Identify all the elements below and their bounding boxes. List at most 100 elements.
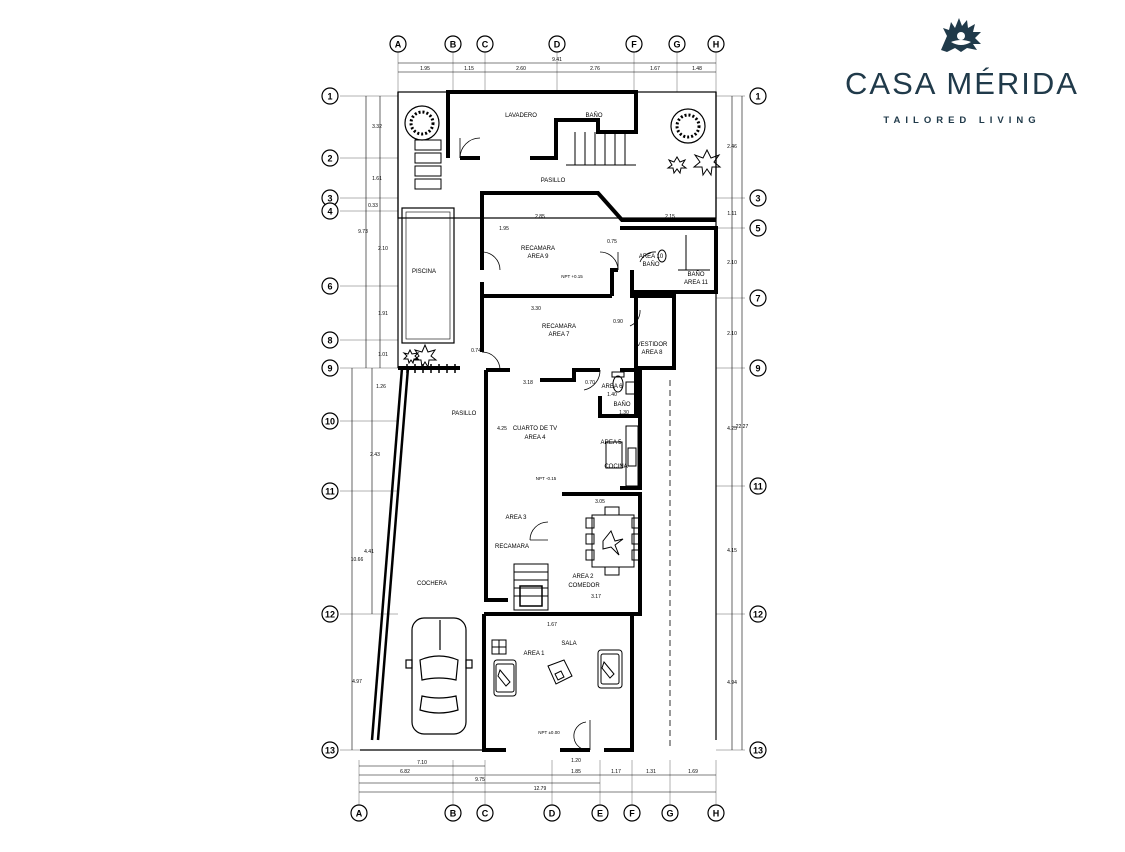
room-label-area: AREA 2 — [572, 574, 594, 580]
grid-bubble: 11 — [749, 477, 767, 495]
dim-left: 0.33 — [368, 203, 378, 209]
room-label-cocina: COCINA — [604, 464, 627, 470]
grid-bubble-label: B — [450, 809, 457, 819]
level-mark: NPT ±0.00 — [538, 730, 560, 735]
grid-bubble: B — [444, 804, 462, 822]
dim-top: 1.67 — [650, 66, 660, 72]
grid-bubble-label: H — [713, 809, 720, 819]
grid-lines — [340, 52, 745, 805]
dim-inner: 1.20 — [571, 758, 581, 764]
level-mark: NPT -0.15 — [536, 476, 557, 481]
room-label-bano: BAÑO — [642, 261, 659, 268]
grid-bubble-label: B — [450, 40, 457, 50]
grid-bubble-label: F — [629, 809, 635, 819]
grid-bubble-label: E — [597, 809, 603, 819]
room-label-area: AREA 9 — [527, 254, 549, 260]
grid-bubble: 11 — [321, 482, 339, 500]
dim-top: 2.60 — [516, 66, 526, 72]
grid-bubble: H — [707, 804, 725, 822]
grid-bubble: F — [625, 35, 643, 53]
grid-bubble-label: 4 — [327, 207, 332, 217]
grid-bubble-label: 13 — [325, 746, 335, 756]
grid-bubble-label: A — [395, 40, 402, 50]
grid-bubble-label: F — [631, 40, 637, 50]
bottom-dimension-chain — [359, 765, 716, 793]
grid-bubble: 10 — [321, 412, 339, 430]
dim-top-total: 9.41 — [552, 57, 562, 63]
room-label-area: AREA 5 — [600, 440, 622, 446]
grid-bubble: 2 — [321, 149, 339, 167]
grid-bubble: D — [543, 804, 561, 822]
grid-bubble: 12 — [749, 605, 767, 623]
dim-top: 1.48 — [692, 66, 702, 72]
sink-icon — [625, 381, 637, 395]
dim-left: 1.01 — [378, 352, 388, 358]
dim-inner: 0.75 — [607, 239, 617, 245]
dim-right: 4.15 — [727, 548, 737, 554]
grid-bubble: A — [389, 35, 407, 53]
level-mark: NPT +0.15 — [561, 274, 583, 279]
room-label-area: AREA 10 — [639, 254, 664, 260]
grid-bubble-label: 13 — [753, 746, 763, 756]
room-label-bano: BAÑO — [613, 401, 630, 408]
grid-bubble-label: C — [482, 809, 489, 819]
door-swings — [459, 137, 657, 751]
dim-bottom: 1.69 — [688, 769, 698, 775]
grid-bubble-label: 11 — [753, 482, 763, 492]
dim-inner: 1.30 — [619, 410, 629, 416]
dim-inner: 4.25 — [497, 426, 507, 432]
toilet-icon — [657, 249, 667, 263]
room-label-vestidor: VESTIDOR — [637, 342, 668, 348]
grid-bubble-label: 8 — [327, 336, 332, 346]
room-label-cochera: COCHERA — [417, 581, 447, 587]
brand-title: CASA MÉRIDA — [845, 66, 1079, 101]
room-label-recamara: RECAMARA — [542, 324, 576, 330]
dim-bottom: 9.75 — [475, 777, 485, 783]
grid-bubble-label: 6 — [327, 282, 332, 292]
grid-bubble-label: 10 — [325, 417, 335, 427]
dim-left: 1.26 — [376, 384, 386, 390]
stairs — [566, 132, 710, 271]
grid-bubble-label: 7 — [755, 294, 760, 304]
grid-bubble: 6 — [321, 277, 339, 295]
dim-inner: 3.18 — [523, 380, 533, 386]
dim-right: 4.25 — [727, 426, 737, 432]
dim-inner: 2.15 — [665, 214, 675, 220]
grid-bubble-label: G — [666, 809, 673, 819]
grid-bubble: 9 — [749, 359, 767, 377]
dim-right-total: 22.27 — [736, 424, 749, 430]
room-label-tv: CUARTO DE TV — [513, 426, 557, 432]
grid-axis-bottom: A B C D E F G H — [350, 804, 725, 822]
grid-bubble-label: A — [356, 809, 363, 819]
grid-bubble: 9 — [321, 359, 339, 377]
room-label-area: AREA 3 — [505, 515, 527, 521]
room-label-bano: BAÑO — [585, 112, 602, 119]
dim-top: 1.95 — [420, 66, 430, 72]
dim-inner: 1.67 — [547, 622, 557, 628]
room-label-area: AREA 8 — [641, 350, 663, 356]
grid-bubble-label: D — [549, 809, 556, 819]
grid-bubble: G — [668, 35, 686, 53]
room-label-area: AREA 6 — [601, 384, 623, 390]
tree-icon — [404, 105, 706, 144]
dim-left: 1.91 — [378, 311, 388, 317]
grid-bubble: 12 — [321, 605, 339, 623]
dim-inner: 1.40 — [607, 392, 617, 398]
dim-top: 1.15 — [464, 66, 474, 72]
grid-bubble-label: G — [673, 40, 680, 50]
dim-bottom: 1.31 — [646, 769, 656, 775]
dim-left: 4.97 — [352, 679, 362, 685]
grid-bubble-label: 5 — [755, 224, 760, 234]
room-label-area: AREA 4 — [524, 435, 546, 441]
grid-bubble: 1 — [749, 87, 767, 105]
exterior-walls — [446, 90, 718, 752]
lion-crest-icon — [941, 18, 981, 52]
grid-bubble: 13 — [321, 741, 339, 759]
room-label-lavadero: LAVADERO — [505, 113, 537, 119]
dim-right: 4.94 — [727, 680, 737, 686]
dim-left: 2.10 — [378, 246, 388, 252]
dim-bottom-total: 12.79 — [534, 786, 547, 792]
dim-top: 2.76 — [590, 66, 600, 72]
room-label-pasillo: PASILLO — [452, 411, 477, 417]
